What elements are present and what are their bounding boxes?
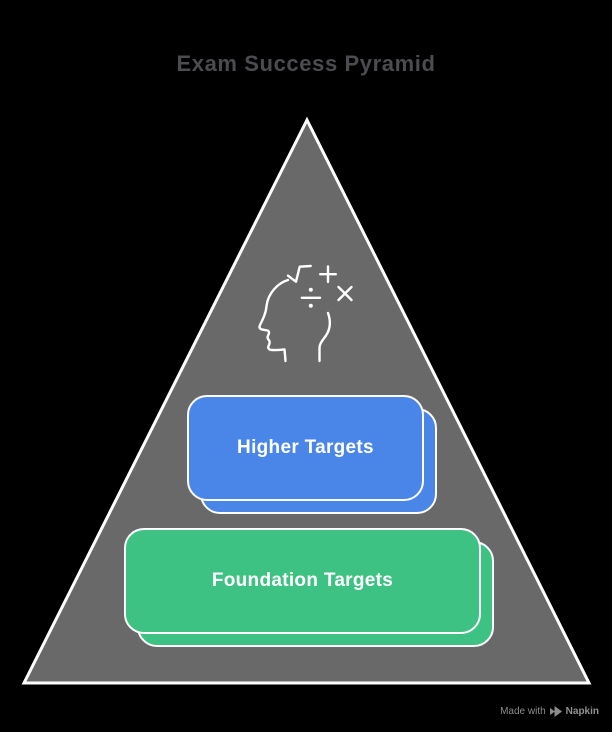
napkin-watermark: Made with Napkin	[500, 706, 599, 717]
watermark-brand: Napkin	[565, 706, 599, 717]
divide-dot-bottom	[308, 303, 313, 308]
napkin-logo-icon	[549, 706, 562, 717]
level-card-foundation-targets: Foundation Targets	[124, 528, 481, 634]
level-card-higher-targets: Higher Targets	[187, 395, 424, 501]
head-math-icon	[258, 264, 353, 363]
sqrt-symbol	[286, 264, 312, 283]
divide-dot-top	[308, 287, 313, 292]
head-profile-outline	[258, 278, 290, 363]
head-back-outline	[318, 311, 332, 363]
level-label-foundation-targets: Foundation Targets	[211, 570, 394, 591]
level-label-higher-targets: Higher Targets	[237, 437, 374, 458]
watermark-prefix: Made with	[500, 706, 546, 717]
diagram-title: Exam Success Pyramid	[176, 51, 436, 76]
plus-symbol	[319, 265, 337, 284]
multiply-symbol	[337, 285, 353, 302]
